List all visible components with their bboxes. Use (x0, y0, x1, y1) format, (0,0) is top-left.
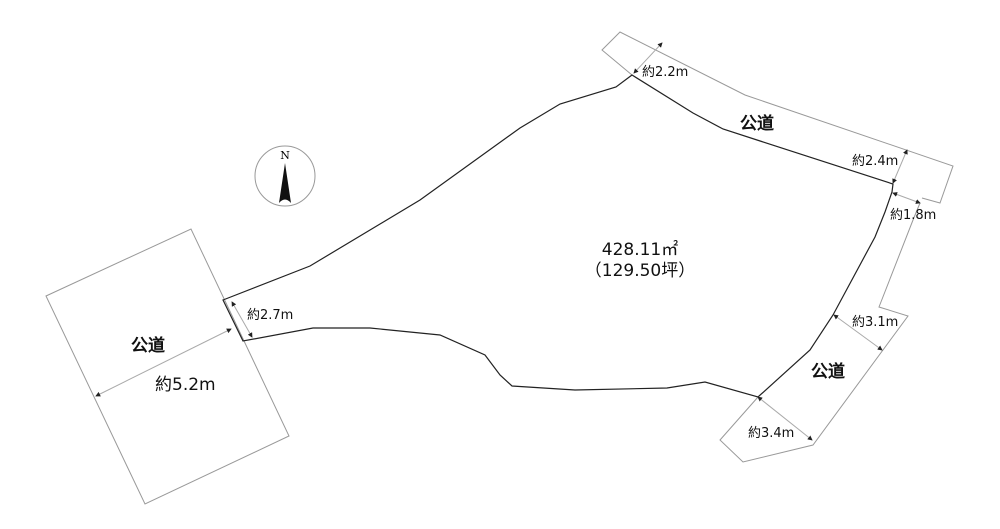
dim-north-2-4 (892, 149, 908, 184)
dim-west-2-7 (231, 301, 253, 338)
west-road-label: 公道 (131, 335, 165, 356)
north-road (601, 31, 954, 204)
width-label: 約2.2m (642, 65, 688, 80)
frontage-label: 約2.7m (247, 308, 293, 323)
dim-east-3-4 (757, 396, 813, 441)
east-road-label: 公道 (811, 361, 845, 382)
north-label: N (280, 149, 290, 162)
east-road (719, 202, 921, 463)
lot-boundary (222, 74, 894, 398)
dim-east-3-1 (833, 314, 883, 351)
width-label: 約1.8m (890, 208, 936, 223)
dim-west-5-2 (95, 328, 232, 397)
width-label: 約2.4m (852, 154, 898, 169)
width-label: 約3.1m (852, 315, 898, 330)
dim-east-1-8 (892, 192, 921, 204)
lot-area-tsubo: （129.50坪） (585, 261, 695, 281)
width-label: 約5.2m (155, 375, 216, 395)
north-arrow-icon: N (254, 145, 316, 207)
lot-area-sqm: 428.11㎡ (602, 240, 678, 260)
west-road (45, 228, 290, 505)
north-road-label: 公道 (740, 113, 774, 134)
width-label: 約3.4m (748, 426, 794, 441)
dim-north-2-2 (633, 42, 663, 74)
